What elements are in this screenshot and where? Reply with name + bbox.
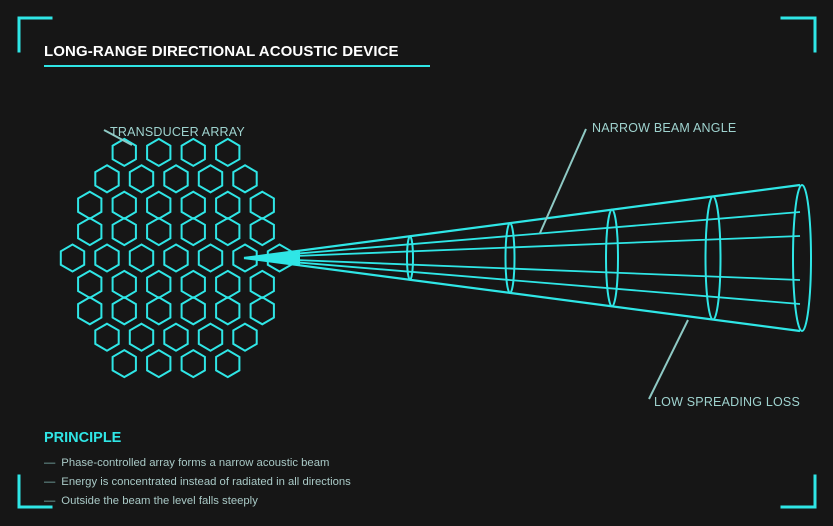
- transducer-element: [128, 164, 155, 194]
- transducer-element: [180, 296, 206, 326]
- transducer-element: [146, 216, 172, 247]
- beam-ray: [243, 211, 801, 259]
- transducer-element: [215, 190, 241, 220]
- beam-ray: [243, 183, 801, 260]
- corner-bracket-bottom-left: [17, 474, 53, 509]
- beam-cross-section: [704, 195, 722, 321]
- transducer-element: [215, 137, 241, 168]
- dash-bullet: —: [44, 495, 56, 507]
- transducer-element: [249, 296, 275, 326]
- transducer-element: [77, 296, 103, 326]
- dash-bullet: —: [44, 457, 56, 469]
- transducer-element: [163, 243, 189, 273]
- transducer-element: [215, 296, 241, 326]
- transducer-element: [128, 322, 155, 352]
- list-item: — Outside the beam the level falls steepl…: [44, 494, 351, 513]
- transducer-element: [146, 137, 172, 168]
- transducer-element: [77, 269, 103, 300]
- transducer-element: [111, 348, 137, 379]
- transducer-element: [249, 216, 275, 247]
- transducer-element: [197, 164, 224, 194]
- transducer-element: [146, 190, 172, 220]
- transducer-element: [94, 322, 120, 352]
- transducer-element: [180, 269, 206, 300]
- beam-apex: [244, 251, 300, 265]
- transducer-element: [77, 190, 103, 220]
- beam-cross-section: [605, 208, 619, 308]
- beam-cross-section: [504, 222, 516, 294]
- transducer-element: [197, 243, 224, 273]
- beam-ray: [243, 256, 801, 333]
- transducer-element: [163, 164, 189, 194]
- list-item: — Energy is concentrated instead of radia…: [44, 475, 351, 494]
- dash-bullet: —: [44, 476, 56, 488]
- title-underline: [44, 65, 430, 67]
- transducer-element: [146, 296, 172, 326]
- corner-bracket-bottom-right: [780, 474, 817, 509]
- callout-low-spreading-loss: LOW SPREADING LOSS: [654, 395, 800, 409]
- beam-ray: [243, 257, 801, 305]
- beam-cross-section: [406, 235, 414, 281]
- transducer-element: [128, 243, 155, 273]
- corner-bracket-top-left: [17, 16, 53, 53]
- principle-item-text: Outside the beam the level falls steeply: [61, 495, 258, 507]
- transducer-element: [111, 216, 137, 247]
- transducer-element: [111, 190, 137, 220]
- acoustic-beam: [243, 183, 812, 333]
- transducer-element: [111, 269, 137, 300]
- leader-lines: [103, 128, 689, 400]
- transducer-element: [111, 296, 137, 326]
- transducer-element: [249, 269, 275, 300]
- transducer-element: [215, 216, 241, 247]
- transducer-array: [59, 137, 293, 379]
- beam-cross-section: [792, 184, 812, 332]
- transducer-element: [249, 190, 275, 220]
- page-title: LONG-RANGE DIRECTIONAL ACOUSTIC DEVICE: [44, 43, 399, 60]
- corner-brackets: [17, 16, 817, 509]
- transducer-element: [232, 322, 258, 352]
- principle-item-text: Phase-controlled array forms a narrow ac…: [61, 457, 330, 469]
- transducer-element: [180, 216, 206, 247]
- transducer-element: [215, 348, 241, 379]
- transducer-element: [197, 322, 224, 352]
- transducer-element: [77, 216, 103, 247]
- transducer-element: [215, 269, 241, 300]
- beam-ray: [243, 257, 801, 281]
- callout-transducer-array: TRANSDUCER ARRAY: [110, 125, 245, 139]
- transducer-element: [94, 243, 120, 273]
- principle-heading: PRINCIPLE: [44, 430, 122, 446]
- beam-rays: [243, 183, 801, 333]
- list-item: — Phase-controlled array forms a narrow a…: [44, 456, 351, 475]
- transducer-element: [94, 164, 120, 194]
- principle-item-text: Energy is concentrated instead of radiat…: [61, 476, 351, 488]
- transducer-element: [59, 243, 86, 273]
- transducer-element: [180, 190, 206, 220]
- transducer-element: [232, 243, 258, 273]
- principle-list: — Phase-controlled array forms a narrow a…: [44, 456, 351, 513]
- callout-narrow-beam-angle: NARROW BEAM ANGLE: [592, 121, 737, 135]
- leader-line-spreading: [648, 319, 689, 400]
- transducer-element: [146, 348, 172, 379]
- beam-ray: [243, 235, 801, 259]
- transducer-element: [180, 348, 206, 379]
- transducer-element: [111, 137, 137, 168]
- leader-line-array: [103, 129, 133, 146]
- transducer-element: [232, 164, 258, 194]
- transducer-element: [180, 137, 206, 168]
- leader-line-beam-angle: [539, 128, 587, 234]
- transducer-element: [163, 322, 189, 352]
- corner-bracket-top-right: [780, 16, 817, 53]
- transducer-element: [146, 269, 172, 300]
